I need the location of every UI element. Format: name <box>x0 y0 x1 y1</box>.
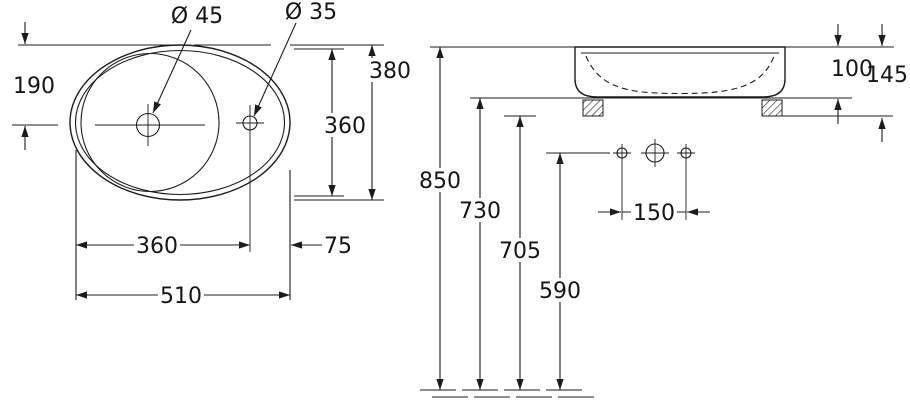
dim-label-510: 510 <box>160 284 202 309</box>
taphole-right <box>680 147 692 159</box>
dim-label-730: 730 <box>459 199 501 224</box>
dim-label-75: 75 <box>324 234 352 259</box>
label-mask <box>537 278 583 302</box>
label-mask <box>134 233 180 257</box>
dim-taphole-spacing: 150 <box>598 200 710 226</box>
drain-hole <box>135 112 161 138</box>
leader-line <box>152 29 192 114</box>
label-mask <box>497 238 543 262</box>
dim-rim-to-mount-bottom: 145 <box>866 24 908 142</box>
label-mask <box>158 283 204 307</box>
dim-taphole-to-edge: 75 <box>289 170 352 300</box>
dim-floor-to-mount: 705 <box>497 115 543 390</box>
label-mask <box>367 58 413 82</box>
label-mask <box>322 113 368 137</box>
dim-label-360-vertical: 360 <box>324 114 366 139</box>
label-mask <box>631 200 677 224</box>
mounting-pad-left <box>582 99 604 117</box>
wall-taphole-group <box>613 139 695 220</box>
basin-inner-rim <box>74 49 286 196</box>
dim-overall-width: 510 <box>76 283 290 309</box>
mounting-pad-right <box>761 99 783 117</box>
top-view: Ø 45 Ø 35 190 380 36 <box>12 0 413 309</box>
dim-inner-depth: 360 <box>294 48 368 197</box>
floor-line <box>420 389 594 398</box>
dim-label-190: 190 <box>13 74 55 99</box>
dim-label-850: 850 <box>419 169 461 194</box>
label-mask <box>457 198 503 222</box>
leader-line <box>253 22 297 117</box>
basin-bowl <box>80 52 220 193</box>
dim-label-705: 705 <box>499 239 541 264</box>
leader-drain-diameter: Ø 45 <box>152 4 223 114</box>
dim-floor-to-rim: 850 <box>417 47 463 390</box>
dim-edge-to-drain: 190 <box>12 22 58 150</box>
dim-label-380: 380 <box>369 59 411 84</box>
basin-profile <box>574 46 786 98</box>
dim-rim-to-body-bottom: 100 <box>831 24 873 124</box>
dim-label-145: 145 <box>866 63 908 88</box>
dim-outer-depth: 380 <box>294 45 413 201</box>
dim-label-360-horizontal: 360 <box>136 234 178 259</box>
dim-label-150: 150 <box>633 201 675 226</box>
dim-floor-to-taphole: 590 <box>537 152 610 390</box>
drain-diameter-label: Ø 45 <box>171 4 223 29</box>
taphole-center <box>645 143 665 163</box>
dim-floor-to-body-bottom: 730 <box>457 98 503 390</box>
leader-taphole-diameter: Ø 35 <box>253 0 337 117</box>
side-view: 100 145 850 730 705 <box>417 24 908 398</box>
taphole-diameter-label: Ø 35 <box>285 0 337 25</box>
basin-bowl-hidden-line <box>585 55 775 95</box>
dim-label-590: 590 <box>539 279 581 304</box>
taphole-left <box>616 147 628 159</box>
taphole <box>242 115 258 131</box>
label-mask <box>417 168 463 192</box>
dim-label-100: 100 <box>831 57 873 82</box>
dim-left-to-taphole: 360 <box>75 150 250 300</box>
